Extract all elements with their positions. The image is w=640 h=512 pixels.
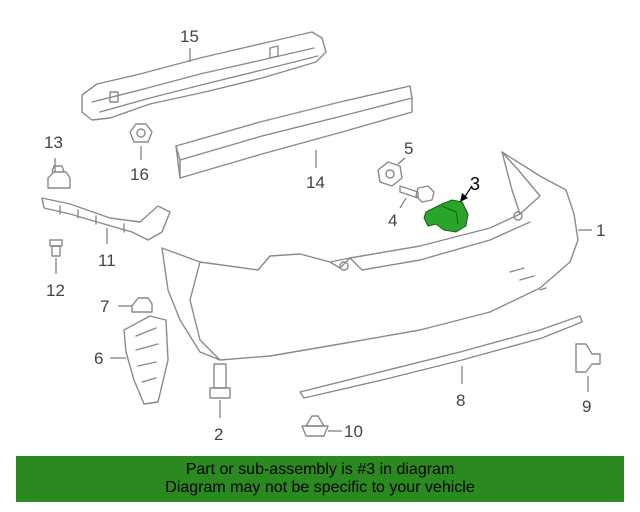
callout-2: 2: [214, 425, 223, 444]
banner-line-2: Diagram may not be specific to your vehi…: [165, 479, 475, 496]
callout-9: 9: [582, 397, 591, 416]
info-banner: Part or sub-assembly is #3 in diagram Di…: [16, 456, 624, 502]
banner-line-1: Part or sub-assembly is #3 in diagram: [185, 461, 455, 478]
callout-7: 7: [100, 297, 109, 316]
callout-8: 8: [456, 391, 465, 410]
part-1-bumper-cover: [161, 151, 579, 361]
part-14-absorber: [175, 85, 413, 179]
callout-15: 15: [180, 27, 199, 46]
part-7-bracket: [131, 297, 153, 313]
part-5-clip: [377, 161, 403, 187]
part-6-support: [123, 315, 169, 405]
part-10-push-clip: [301, 415, 329, 437]
callout-3: 3: [470, 174, 480, 194]
callout-16: 16: [130, 165, 149, 184]
part-13-clip: [47, 165, 71, 189]
part-2-bolt: [209, 363, 231, 399]
callout-13: 13: [44, 133, 63, 152]
part-16-nut: [129, 123, 153, 143]
part-12-bolt: [49, 239, 63, 257]
part-4-screw: [399, 185, 435, 203]
callout-11: 11: [98, 251, 116, 270]
part-8-lower-spoiler: [299, 315, 583, 399]
callout-14: 14: [306, 173, 325, 192]
part-9-side-clip: [575, 343, 601, 373]
callout-4: 4: [388, 211, 397, 230]
part-11-retainer: [41, 197, 171, 241]
callout-1: 1: [596, 221, 605, 240]
part-3-sensor-highlighted: [423, 199, 469, 233]
callout-6: 6: [94, 349, 103, 368]
callout-12: 12: [46, 281, 65, 300]
callout-5: 5: [404, 139, 413, 158]
callout-10: 10: [344, 422, 363, 441]
part-15-reinforcement: [81, 31, 327, 121]
